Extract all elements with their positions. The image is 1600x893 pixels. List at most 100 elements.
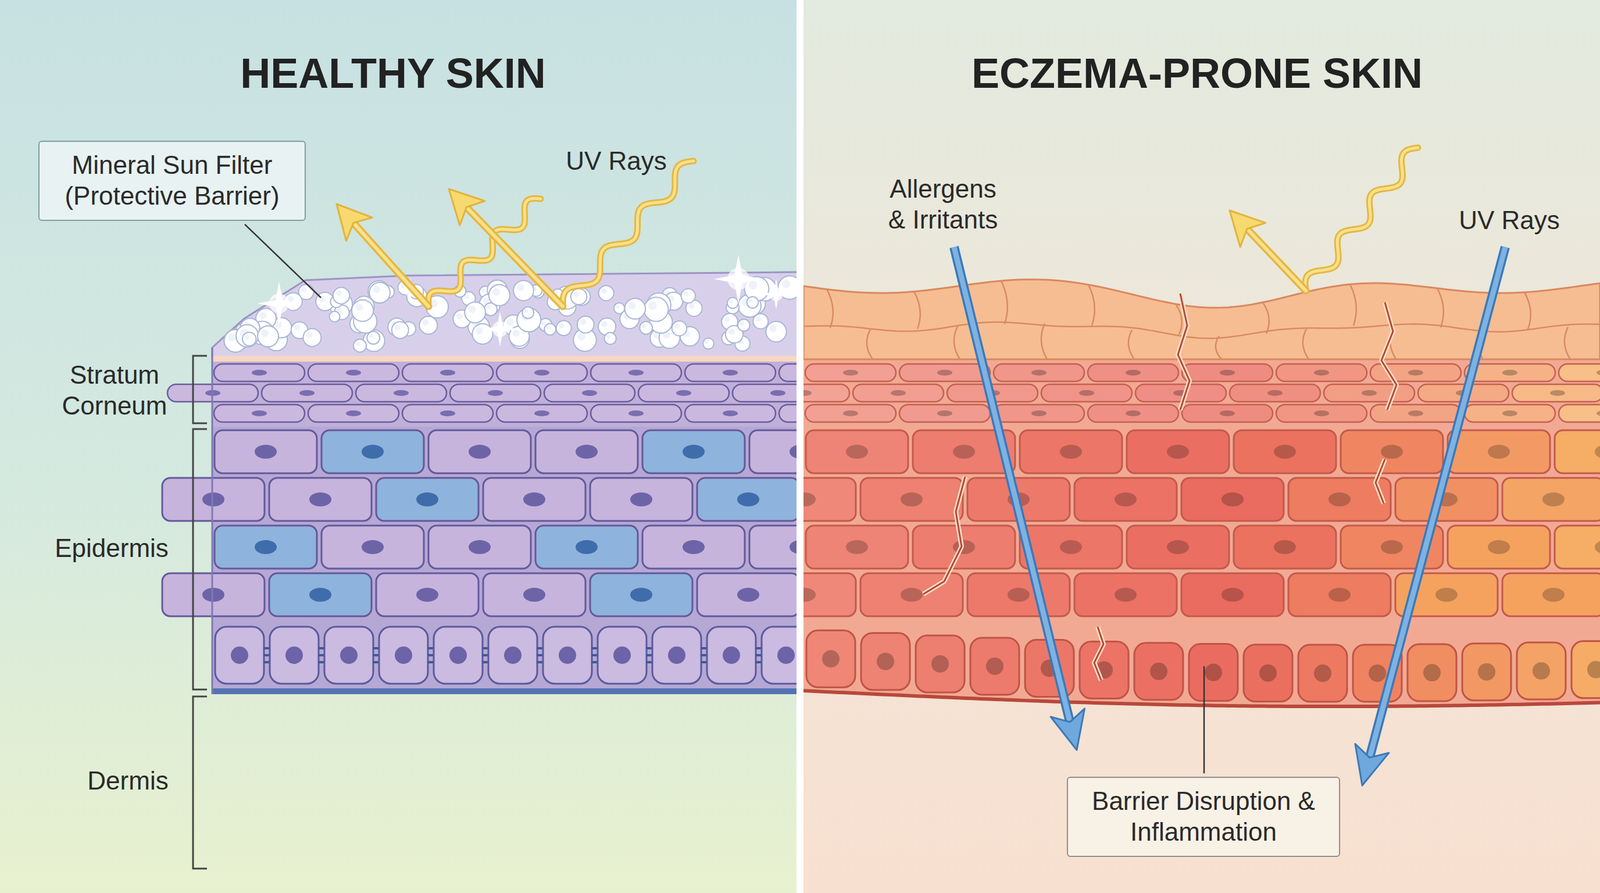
scale-outline <box>1524 292 1531 330</box>
panel-divider <box>796 0 804 893</box>
keratinocyte-cell <box>162 477 265 521</box>
penetration-arrow-outline <box>1369 247 1506 758</box>
cell-nucleus <box>1313 410 1330 417</box>
cell-nucleus <box>309 492 332 507</box>
cell-nucleus <box>630 492 653 507</box>
reflected-ray-head <box>1229 210 1266 248</box>
cell-nucleus <box>575 540 598 555</box>
particle-highlight <box>546 325 551 330</box>
particle-highlight <box>724 316 731 323</box>
basal-cell <box>433 626 483 684</box>
cell-nucleus <box>251 369 267 376</box>
keratinocyte-cell <box>749 430 797 474</box>
reflected-ray <box>352 221 429 307</box>
keratinocyte-cell <box>321 430 424 474</box>
keratinocyte-cell <box>428 525 531 569</box>
keratinocyte-cell <box>376 573 479 617</box>
skin-crack <box>1375 459 1385 504</box>
basal-cell <box>1079 641 1129 699</box>
cell-nucleus <box>845 540 869 555</box>
particle-highlight <box>748 280 758 290</box>
cell-nucleus <box>900 492 923 507</box>
keratinocyte-cell <box>1074 477 1177 521</box>
particle-highlight <box>476 327 484 335</box>
basal-cell <box>1134 643 1184 700</box>
keratinocyte-cell <box>1447 525 1550 569</box>
corneocyte-cell <box>899 404 991 423</box>
keratinocyte-cell <box>697 573 797 617</box>
keratinocyte-cell <box>376 477 479 521</box>
cell-nucleus <box>468 540 491 555</box>
scale-outline <box>1041 323 1048 360</box>
layer-bracket <box>193 355 207 424</box>
reflected-ray-head <box>448 188 485 226</box>
particle-highlight <box>512 329 520 337</box>
corneocyte-cell <box>899 363 991 382</box>
basal-cell <box>1188 644 1238 702</box>
cell-nucleus <box>1219 410 1235 417</box>
cell-nucleus <box>628 369 644 376</box>
penetration-arrow <box>1369 247 1506 758</box>
particle-highlight <box>422 319 430 326</box>
particle-highlight <box>492 288 500 296</box>
mineral-filter-layer <box>212 272 797 357</box>
cell-nucleus <box>202 492 225 507</box>
cell-nucleus <box>581 390 598 396</box>
cell-nucleus <box>1328 492 1351 507</box>
basal-cell <box>1462 643 1512 701</box>
corneocyte-cell <box>496 404 588 423</box>
callout-text: Barrier Disruption & Inflammation <box>1078 786 1329 848</box>
basal-cell <box>915 635 965 693</box>
mineral-particle <box>472 323 493 345</box>
uv-wave <box>428 198 541 307</box>
cell-nucleus <box>558 646 577 664</box>
uv-wave-outline <box>562 161 694 307</box>
mineral-particle <box>329 311 341 323</box>
mineral-particle <box>351 300 374 322</box>
corneocyte-cell <box>684 404 776 423</box>
keratinocyte-cell <box>1019 430 1123 474</box>
mineral-particle <box>302 328 321 347</box>
scale-outline <box>1564 327 1571 360</box>
corneocyte-cell <box>638 384 730 402</box>
cell-nucleus <box>1596 410 1600 417</box>
cell-nucleus <box>1542 587 1565 602</box>
mineral-particle <box>752 313 769 330</box>
cell-nucleus <box>986 657 1004 675</box>
keratinocyte-cell <box>805 430 909 474</box>
cell-nucleus <box>1328 587 1351 602</box>
skin-crack <box>1177 293 1190 410</box>
skin-crack <box>1094 626 1104 681</box>
cell-nucleus <box>937 369 953 376</box>
cell-nucleus <box>722 410 738 417</box>
particle-highlight <box>729 299 734 304</box>
cell-nucleus <box>770 390 786 396</box>
particle-highlight <box>506 318 514 326</box>
cell-nucleus <box>1219 369 1235 376</box>
corneocyte-cell <box>1323 384 1415 402</box>
corneocyte-cell <box>1512 384 1600 402</box>
uv-wave-outline <box>1305 147 1419 291</box>
particle-highlight <box>456 313 463 320</box>
particle-highlight <box>606 334 611 339</box>
cell-nucleus <box>1408 410 1424 417</box>
particle-highlight <box>573 291 580 298</box>
cell-nucleus <box>1477 663 1496 681</box>
mineral-particle <box>464 301 486 323</box>
cell-nucleus <box>1221 492 1244 507</box>
skin-crack <box>1381 302 1397 410</box>
particle-highlight <box>769 325 777 332</box>
epidermis-ground <box>212 355 797 694</box>
particle-highlight <box>580 319 587 325</box>
basement-membrane <box>212 688 797 695</box>
cell-nucleus <box>309 587 332 602</box>
corneocyte-cell <box>402 363 494 382</box>
particle-highlight <box>601 288 607 294</box>
ray-label: UV Rays <box>565 145 667 177</box>
cell-nucleus <box>630 587 653 602</box>
ray-label: UV Rays <box>1458 205 1560 237</box>
mineral-particle <box>737 319 750 332</box>
keratinocyte-cell <box>1554 525 1600 569</box>
